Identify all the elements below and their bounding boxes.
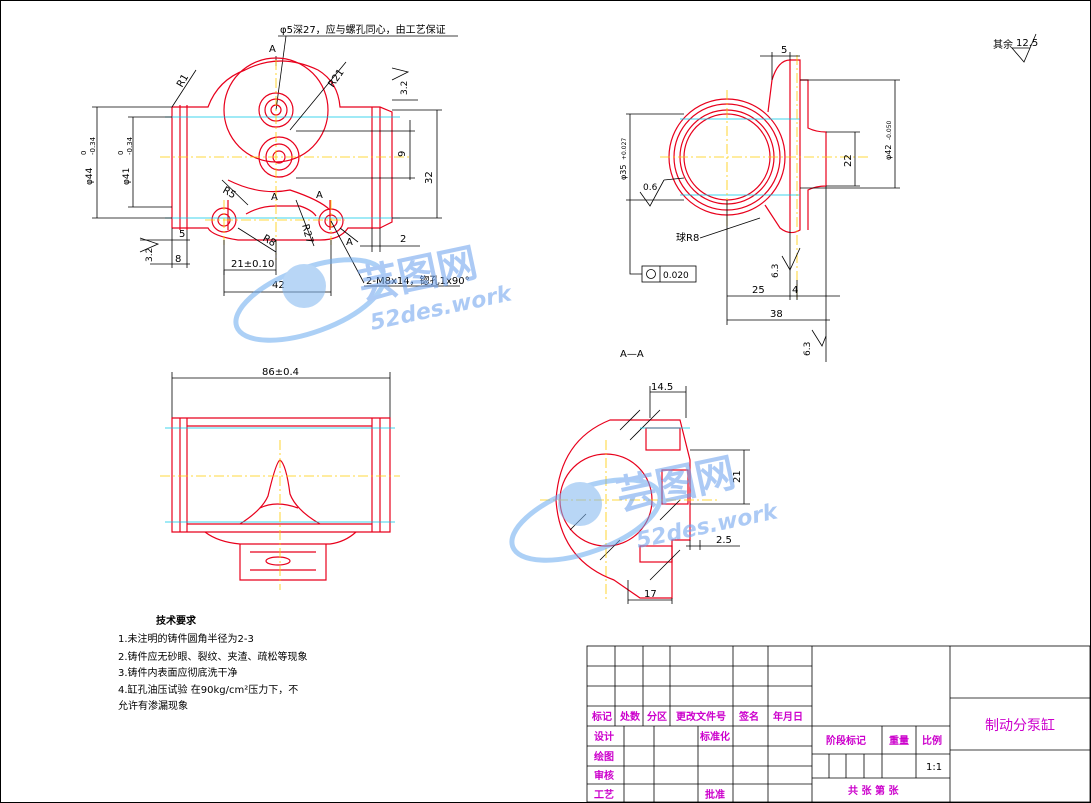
side-dim-25: 25 — [752, 285, 765, 296]
tb-signature: 签名 — [738, 710, 759, 723]
front-view: 86±0.4 — [160, 367, 400, 590]
tb-process: 工艺 — [594, 788, 614, 801]
tb-date: 年月日 — [773, 710, 803, 723]
dim-21: 21±0.10 — [231, 259, 274, 270]
dim-9: 9 — [397, 151, 408, 157]
side-view: 5 φ35 +0.027 φ42 -0.050 22 0.6 球R8 0.020… — [619, 45, 900, 362]
side-dim-4: 4 — [792, 285, 798, 296]
front-dim-86: 86±0.4 — [262, 367, 299, 378]
note-2: 2.铸件应无砂眼、裂纹、夹渣、疏松等现象 — [118, 650, 308, 663]
section-dim-145: 14.5 — [651, 382, 673, 393]
rough-32-top: 3.2 — [400, 81, 410, 95]
surface-rest-value: 12.5 — [1016, 38, 1038, 49]
dim-2: 2 — [400, 234, 406, 245]
section-mark-a-mid: A — [271, 192, 278, 203]
dim-d44: φ44 — [85, 167, 95, 185]
side-dim-22: 22 — [843, 154, 854, 167]
side-ball-r8: 球R8 — [676, 231, 699, 244]
tb-drawing: 绘图 — [594, 750, 614, 763]
section-dim-25: 2.5 — [716, 535, 732, 546]
dim-5: 5 — [179, 229, 185, 240]
surface-finish-rest: 其余 12.5 — [993, 33, 1038, 63]
dim-d44-tol: -0.34 — [89, 136, 97, 155]
section-label: A—A — [620, 349, 644, 360]
tb-design: 设计 — [594, 730, 614, 743]
dim-32: 32 — [424, 171, 435, 184]
tb-scale-value: 1:1 — [926, 762, 942, 773]
side-d35: φ35 — [619, 165, 628, 180]
note-5: 允许有渗漏现象 — [118, 699, 188, 712]
section-dim-17: 17 — [644, 589, 657, 600]
section-mark-a-right: A — [316, 190, 323, 201]
side-rough-63b: 6.3 — [803, 342, 813, 356]
rough-32-left: 3.2 — [145, 248, 155, 262]
side-dim-5: 5 — [781, 45, 787, 56]
thread-callout: 2-M8x14，锪孔1x90° — [366, 274, 470, 287]
callout-top: φ5深27，应与螺孔同心，由工艺保证 — [280, 23, 446, 36]
tb-scale-label: 比例 — [922, 734, 942, 747]
section-mark-a-top: A — [269, 44, 276, 55]
tb-change-doc: 更改文件号 — [676, 710, 726, 723]
note-4: 4.缸孔油压试验 在90kg/cm²压力下，不 — [118, 683, 298, 696]
title-block: 标记 处数 分区 更改文件号 签名 年月日 设计 绘图 审核 工艺 标准化 批准… — [586, 645, 1091, 803]
tb-stage: 阶段标记 — [826, 734, 866, 747]
note-3: 3.铸件内表面应彻底洗干净 — [118, 666, 238, 679]
side-d35-tol: +0.027 — [621, 138, 628, 160]
tb-count: 处数 — [619, 710, 641, 723]
dim-d41-zero: 0 — [117, 151, 125, 155]
tb-std: 标准化 — [699, 730, 730, 743]
tb-mark: 标记 — [591, 710, 612, 723]
tb-weight: 重量 — [889, 734, 909, 747]
dim-d41-tol: -0.34 — [126, 136, 134, 155]
tb-part-name: 制动分泵缸 — [985, 717, 1055, 734]
side-rough-06: 0.6 — [643, 183, 658, 193]
tb-zone: 分区 — [647, 710, 667, 723]
side-d42: φ42 — [884, 145, 893, 160]
label-r27: R27 — [299, 223, 315, 245]
dim-d44-zero: 0 — [80, 151, 88, 155]
side-d42-tol: -0.050 — [886, 120, 893, 140]
tb-sheets: 共 张 第 张 — [848, 784, 899, 797]
section-dim-21: 21 — [732, 470, 743, 483]
dim-8: 8 — [175, 254, 181, 265]
side-rough-63a: 6.3 — [771, 264, 781, 278]
note-1: 1.未注明的铸件圆角半径为2-3 — [118, 632, 254, 645]
side-dim-38: 38 — [770, 309, 783, 320]
dim-42: 42 — [272, 280, 285, 291]
tb-approve: 批准 — [705, 788, 725, 801]
surface-rest-label: 其余 — [993, 38, 1013, 51]
notes-title: 技术要求 — [156, 614, 197, 627]
tb-check: 审核 — [594, 769, 614, 782]
dim-d41: φ41 — [122, 168, 132, 185]
section-mark-a-low: A — [346, 237, 353, 248]
side-circularity: 0.020 — [663, 271, 689, 281]
tech-notes: 技术要求 1.未注明的铸件圆角半径为2-3 2.铸件应无砂眼、裂纹、夹渣、疏松等… — [118, 614, 308, 712]
